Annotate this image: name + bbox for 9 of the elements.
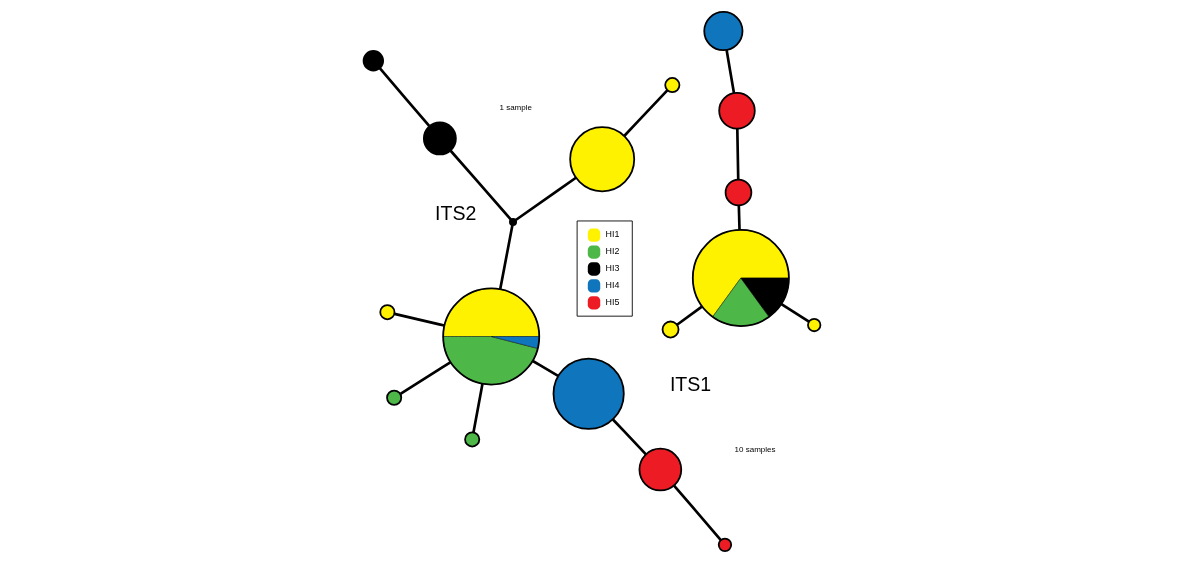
label: ITS2 bbox=[434, 201, 476, 224]
label: 1 sample bbox=[498, 102, 532, 112]
label: ITS1 bbox=[669, 372, 711, 395]
legend-label: HI5 bbox=[605, 297, 619, 308]
legend-label: HI1 bbox=[605, 229, 619, 240]
legend-label: HI3 bbox=[605, 263, 619, 274]
legend-label: HI2 bbox=[605, 246, 619, 257]
legend-label: HI4 bbox=[605, 280, 619, 291]
label: 10 samples bbox=[734, 444, 776, 454]
